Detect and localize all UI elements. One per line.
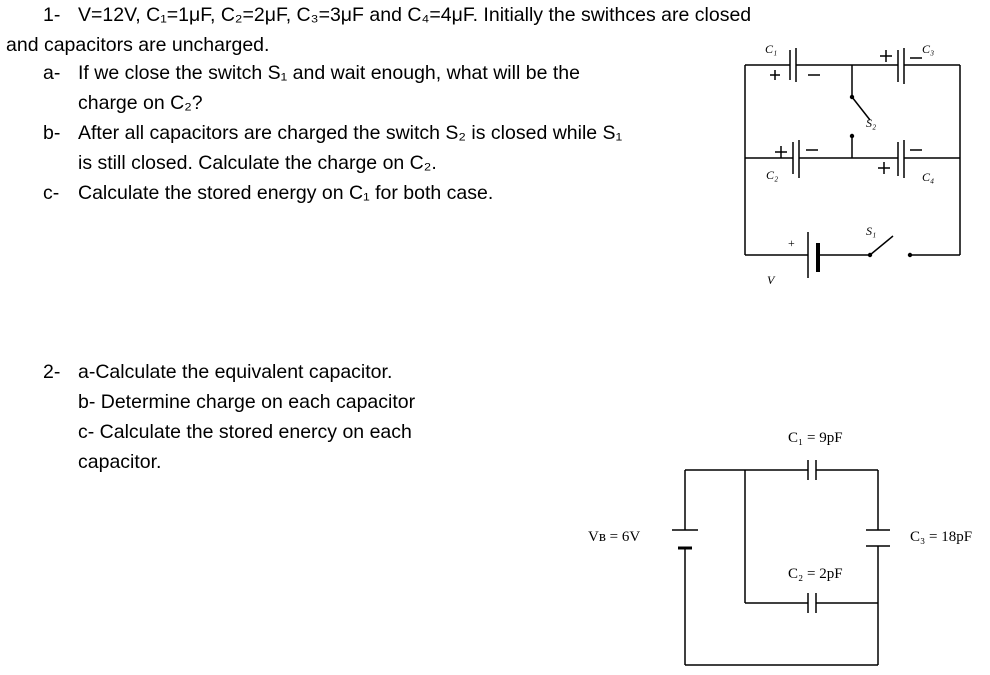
item-c-marker: c- [43, 182, 60, 204]
circuit1-c4-label: C₄ [922, 170, 935, 184]
problem1-number: 1- [43, 4, 61, 26]
circuit1-v-label: V [767, 273, 775, 287]
problem1-line2: and capacitors are uncharged. [6, 34, 270, 56]
circuit1-c1-label: C₁ [765, 42, 778, 56]
circuit2-vb-label: Vʙ = 6V [588, 529, 641, 545]
circuit2-c2-label: C₂ = 2pF [788, 566, 843, 582]
problem2-number: 2- [43, 361, 61, 383]
s1-blade [869, 235, 894, 256]
s2-blade [851, 96, 871, 121]
item-b-line1: After all capacitors are charged the swi… [78, 122, 623, 144]
problem1-line1: V=12V, C₁=1μF, C₂=2μF, C₃=3μF and C₄=4μF… [78, 4, 752, 26]
item-a-marker: a- [43, 62, 61, 84]
circuit1-s1-label: S₁ [866, 224, 877, 238]
circuit1-c2-label: C₂ [766, 168, 779, 182]
circuit2-c1-label: C₁ = 9pF [788, 430, 843, 446]
circuit1-s2-label: S₂ [866, 116, 877, 130]
problem2-line-d: capacitor. [78, 451, 162, 473]
problem2-line-b: b- Determine charge on each capacitor [78, 391, 416, 413]
item-b-marker: b- [43, 122, 61, 144]
problem2-line-c: c- Calculate the stored enercy on each [78, 421, 412, 443]
circuit1-plus-sign: + [788, 236, 795, 250]
circuit2-c3-label: C₃ = 18pF [910, 529, 973, 545]
item-b-line2: is still closed. Calculate the charge on… [78, 152, 437, 174]
problem2-line-a: a-Calculate the equivalent capacitor. [78, 361, 393, 383]
item-c-line1: Calculate the stored energy on C₁ for bo… [78, 182, 494, 204]
item-a-line2: charge on C₂? [78, 92, 203, 114]
item-a-line1: If we close the switch S₁ and wait enoug… [78, 62, 580, 84]
circuit1-c3-label: C₃ [922, 42, 935, 56]
